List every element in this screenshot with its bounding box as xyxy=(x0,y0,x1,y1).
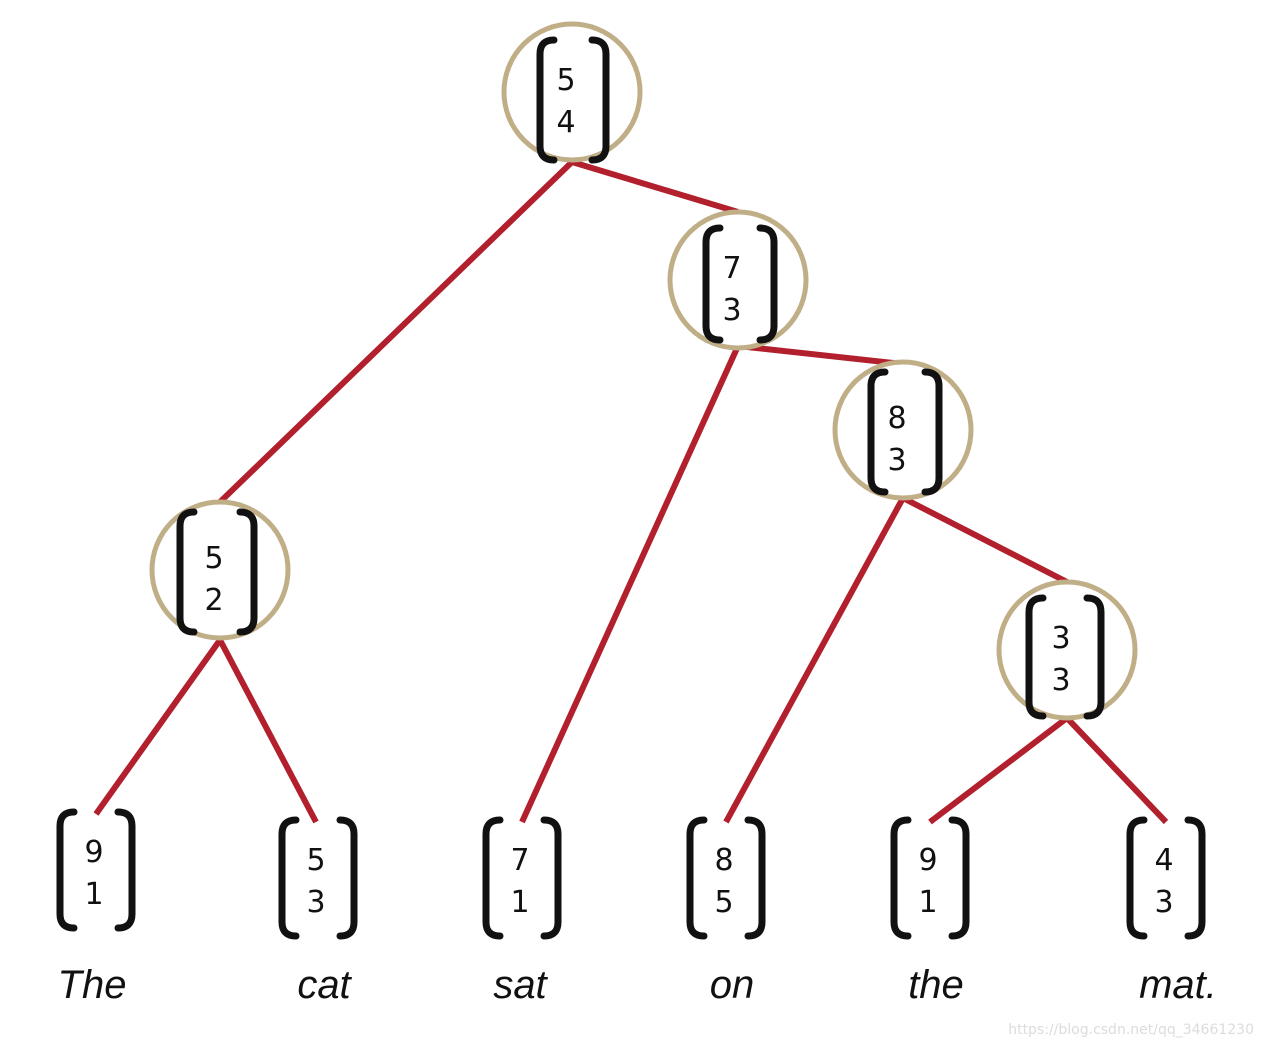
leaf-value-top: 9 xyxy=(918,843,937,878)
right-bracket xyxy=(114,808,136,932)
word-label-the2: the xyxy=(908,963,964,1007)
leaf-on-vector: 85 xyxy=(686,816,766,940)
tree-node-root: 54 xyxy=(501,21,643,164)
node-value-bottom: 2 xyxy=(204,583,223,618)
leaf-cat-vector: 53 xyxy=(278,816,358,940)
leaf-the-vector: 91 xyxy=(56,808,136,932)
word-label-on: on xyxy=(710,963,755,1007)
right-bracket xyxy=(921,368,943,496)
right-bracket xyxy=(1083,594,1105,720)
right-bracket xyxy=(588,36,610,164)
word-label-cat: cat xyxy=(297,963,352,1007)
leaf-value-bottom: 1 xyxy=(918,885,937,920)
left-bracket xyxy=(176,508,198,636)
word-label-the: The xyxy=(58,963,127,1007)
edge-n-root-to-n-73 xyxy=(571,159,739,215)
left-bracket xyxy=(482,816,504,940)
left-bracket xyxy=(890,816,912,940)
node-value-bottom: 3 xyxy=(887,443,906,478)
leaf-value-bottom: 1 xyxy=(84,877,103,912)
leaf-value-bottom: 1 xyxy=(510,885,529,920)
left-bracket xyxy=(278,816,300,940)
word-label-sat: sat xyxy=(493,963,548,1007)
leaf-value-bottom: 3 xyxy=(306,885,325,920)
node-value-top: 8 xyxy=(887,401,906,436)
edge-n-73-to-leaf-sat xyxy=(519,344,741,824)
edge-n-33-to-leaf-mat xyxy=(1064,715,1169,825)
node-value-top: 5 xyxy=(204,541,223,576)
left-bracket xyxy=(1126,816,1148,940)
tree-node-73: 73 xyxy=(667,209,809,351)
leaf-value-top: 4 xyxy=(1154,843,1173,878)
leaf-value-top: 8 xyxy=(714,843,733,878)
words-layer: The cat sat on the mat. xyxy=(58,963,1217,1007)
edge-n-root-to-n-52 xyxy=(217,159,575,505)
right-bracket xyxy=(1184,816,1206,940)
right-bracket xyxy=(336,816,358,940)
right-bracket xyxy=(756,224,778,344)
right-bracket xyxy=(744,816,766,940)
leaf-value-bottom: 5 xyxy=(714,885,733,920)
watermark-text: https://blog.csdn.net/qq_34661230 xyxy=(1008,1022,1254,1038)
left-bracket xyxy=(1025,594,1047,720)
leaf-value-top: 9 xyxy=(84,835,103,870)
left-bracket xyxy=(702,224,724,344)
leaf-value-top: 7 xyxy=(510,843,529,878)
node-value-top: 7 xyxy=(722,251,741,286)
leaf-the2-vector: 91 xyxy=(890,816,970,940)
edge-n-33-to-leaf-the2 xyxy=(928,715,1069,825)
right-bracket xyxy=(540,816,562,940)
edge-n-83-to-n-33 xyxy=(901,495,1069,585)
word-label-mat: mat. xyxy=(1139,963,1217,1007)
left-bracket xyxy=(686,816,708,940)
leaf-value-top: 5 xyxy=(306,843,325,878)
node-value-top: 3 xyxy=(1051,621,1070,656)
leaf-value-bottom: 3 xyxy=(1154,885,1173,920)
edge-n-52-to-leaf-the xyxy=(93,638,223,816)
edges-layer xyxy=(93,159,1169,825)
right-bracket xyxy=(948,816,970,940)
edge-n-52-to-leaf-cat xyxy=(217,638,319,824)
node-value-bottom: 3 xyxy=(1051,663,1070,698)
tree-node-52: 52 xyxy=(149,499,291,641)
leaf-mat-vector: 43 xyxy=(1126,816,1206,940)
edge-n-73-to-n-83 xyxy=(737,343,904,367)
left-bracket xyxy=(536,36,558,164)
edge-n-83-to-leaf-on xyxy=(723,496,906,824)
left-bracket xyxy=(867,368,889,496)
node-value-bottom: 4 xyxy=(556,105,575,140)
node-value-top: 5 xyxy=(556,63,575,98)
tree-node-33: 33 xyxy=(996,579,1138,721)
node-value-bottom: 3 xyxy=(722,293,741,328)
right-bracket xyxy=(236,508,258,636)
leaf-sat-vector: 71 xyxy=(482,816,562,940)
left-bracket xyxy=(56,808,78,932)
tree-node-83: 83 xyxy=(832,359,974,501)
